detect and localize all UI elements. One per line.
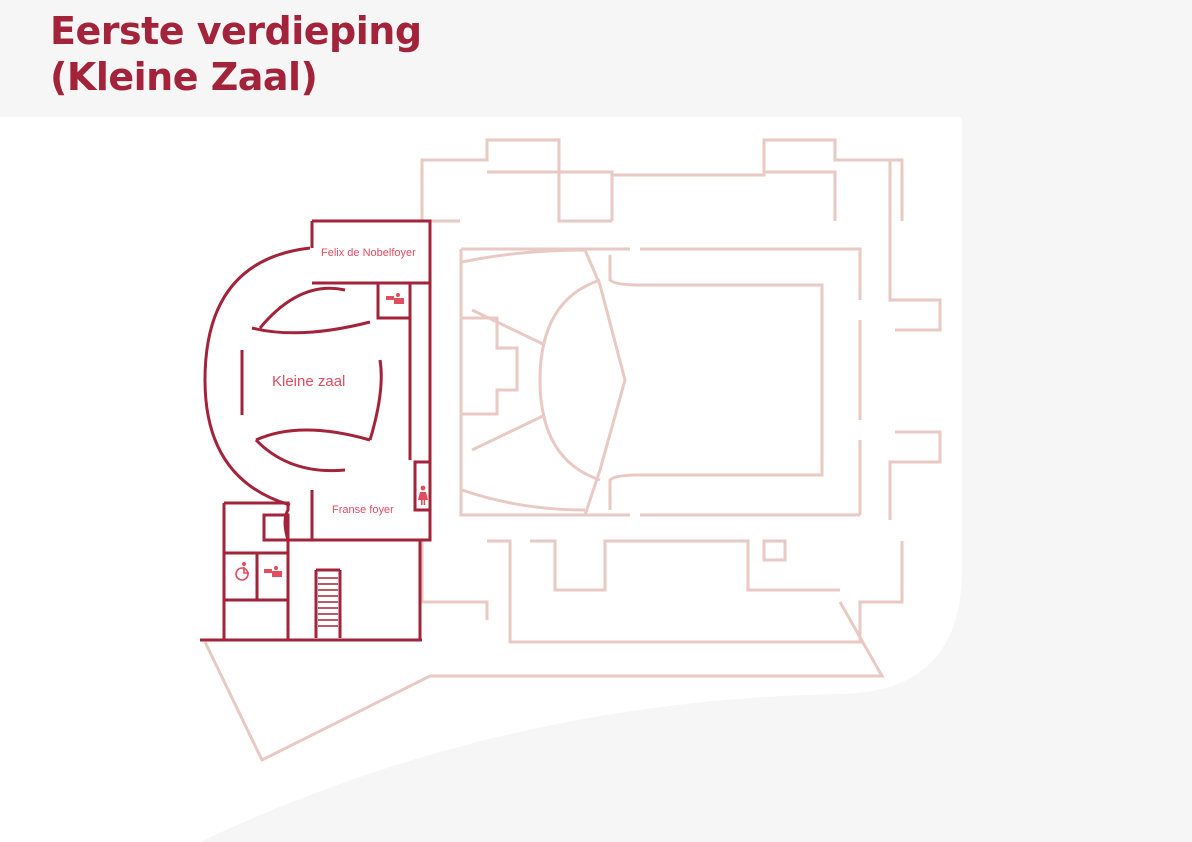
kleine-zaal-wing [200, 219, 432, 642]
main-building-faded [203, 138, 942, 763]
room-label-kleine-zaal: Kleine zaal [272, 373, 345, 390]
room-label-franse-foyer: Franse foyer [332, 504, 394, 516]
toilet-men-icon [386, 293, 404, 304]
page-title-line2: (Kleine Zaal) [50, 55, 318, 99]
toilet-men-icon [264, 566, 282, 577]
page-title-line1: Eerste verdieping [50, 9, 422, 53]
room-label-felix: Felix de Nobelfoyer [321, 247, 416, 259]
plan-panel [0, 117, 962, 842]
toilet-women-icon [418, 485, 428, 505]
accessible-toilet-icon [235, 562, 249, 581]
page-title: Eerste verdieping (Kleine Zaal) [50, 8, 422, 100]
staircase [318, 577, 338, 627]
